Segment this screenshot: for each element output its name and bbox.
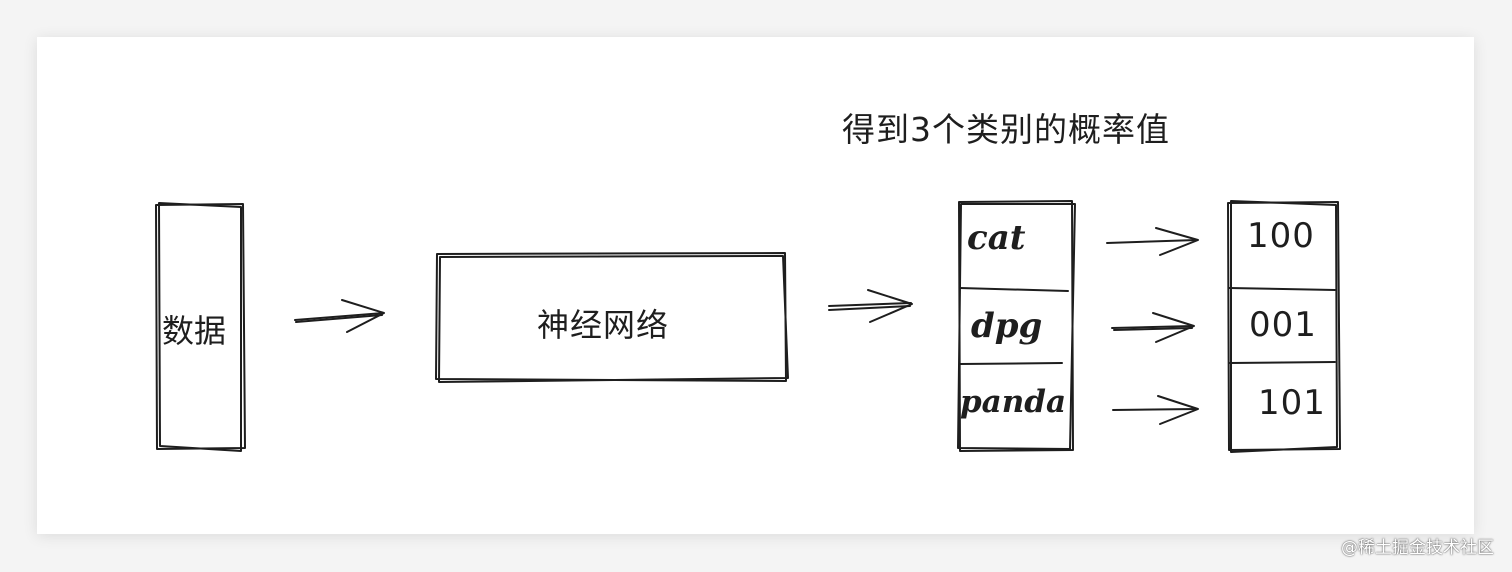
class-label-dpg: dpg [971, 306, 1043, 346]
code-table [1227, 200, 1341, 453]
arrow-network-to-classes [828, 289, 913, 323]
arrow-panda-to-code [1112, 395, 1199, 425]
class-table [957, 200, 1076, 452]
network-label: 神经网络 [537, 306, 670, 344]
code-label-cat: 100 [1247, 216, 1315, 256]
diagram-title: 得到3个类别的概率值 [842, 110, 1170, 149]
input-box [155, 202, 246, 452]
arrow-input-to-network [294, 299, 385, 333]
code-label-dpg: 001 [1249, 305, 1317, 345]
class-label-cat: cat [967, 218, 1026, 258]
input-label: 数据 [162, 312, 227, 350]
network-box [435, 252, 789, 383]
arrow-cat-to-code [1106, 227, 1199, 256]
class-label-panda: panda [960, 384, 1067, 420]
watermark: @稀土掘金技术社区 [1341, 538, 1494, 558]
code-label-panda: 101 [1258, 383, 1326, 423]
arrow-dpg-to-code [1111, 312, 1195, 343]
